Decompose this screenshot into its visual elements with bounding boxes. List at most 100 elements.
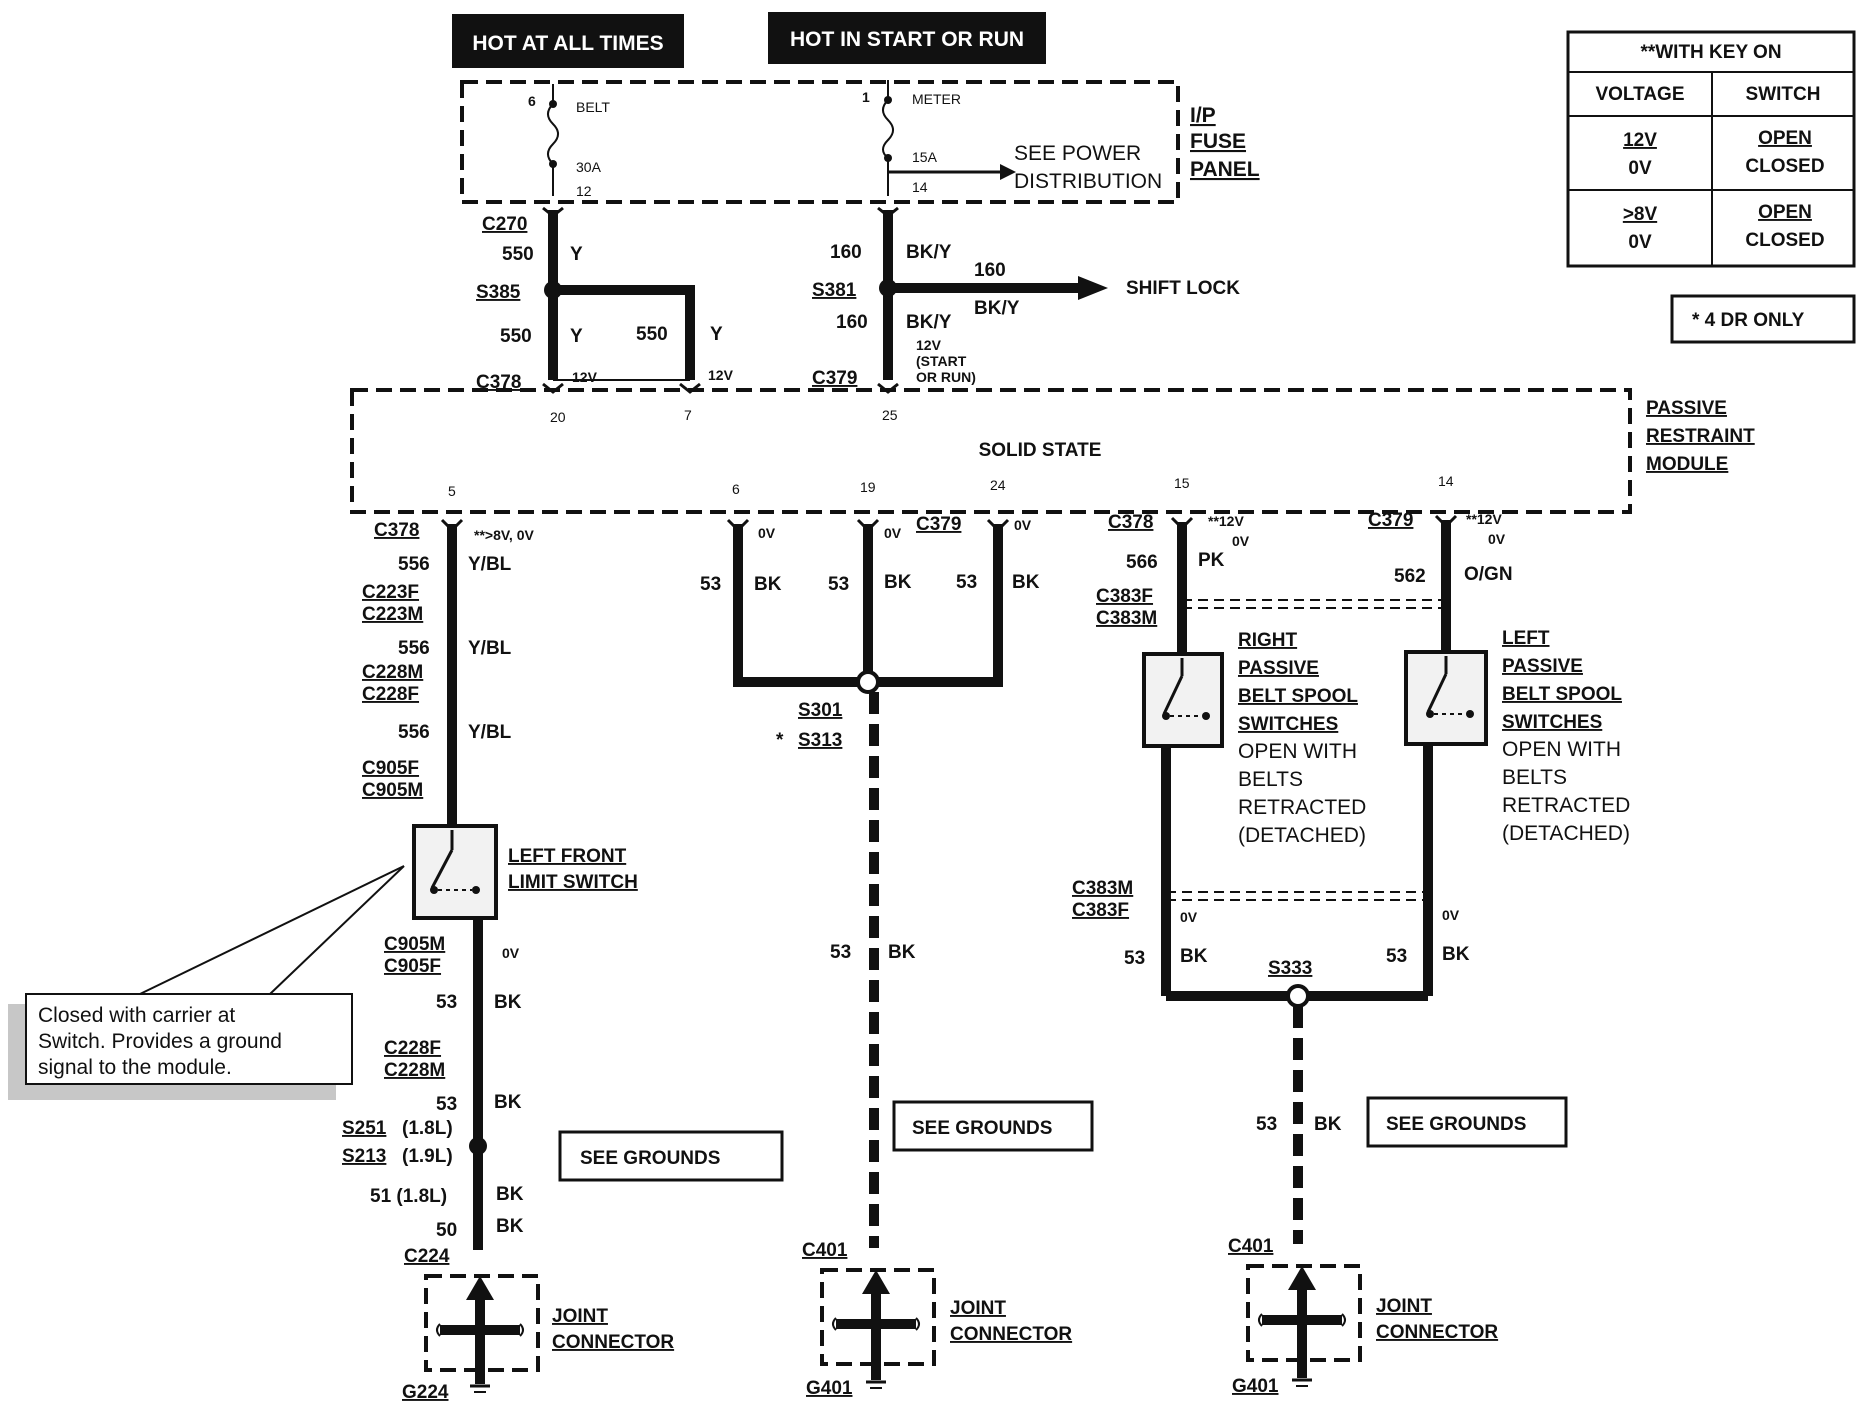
key-table-title: **WITH KEY ON (1640, 42, 1781, 63)
s213-suffix: (1.9L) (402, 1146, 453, 1167)
right-joint-label-2: CONNECTOR (1376, 1322, 1498, 1343)
circuit-550-num-2: 550 (500, 326, 532, 347)
left-see-grounds-box (558, 1130, 784, 1182)
c383f-bottom-label: C383F (1072, 900, 1129, 921)
right-spool-label-4: SWITCHES (1238, 714, 1338, 735)
belt-fuse-pin-out: 12 (576, 183, 592, 199)
right-joint-label-1: JOINT (1376, 1296, 1432, 1317)
left-spool-label-3: BELT SPOOL (1502, 684, 1622, 705)
mid-see-grounds-label: SEE GROUNDS (912, 1118, 1052, 1139)
meter-fuse-pin-in: 1 (862, 89, 870, 105)
left-joint-label-2: CONNECTOR (552, 1332, 674, 1353)
limit-switch-label-2: LIMIT SWITCH (508, 872, 638, 893)
circuit-550-color-3: Y (710, 324, 723, 345)
c383m-top-label: C383M (1096, 608, 1157, 629)
start-run-1: (START (916, 353, 967, 369)
g224-label: G224 (402, 1382, 449, 1403)
left-c53-num-2: 53 (436, 1094, 457, 1115)
circuit-160-color-1: BK/Y (906, 242, 952, 263)
key-table-col-voltage: VOLTAGE (1595, 84, 1684, 105)
pin-5: 5 (448, 483, 456, 499)
mid-c53-num-1: 53 (700, 574, 721, 595)
c556-num-3: 556 (398, 722, 430, 743)
right-see-grounds-label: SEE GROUNDS (1386, 1114, 1526, 1135)
pin-25: 25 (882, 407, 898, 423)
right-g401-label: G401 (1232, 1376, 1279, 1397)
module-title-1: PASSIVE (1646, 398, 1727, 419)
mid-bk-1: BK (754, 574, 782, 595)
key-table-r2-s2: CLOSED (1745, 230, 1824, 251)
left-branch: C378 **>8V, 0V 556 Y/BL C223F C223M 556 … (342, 518, 784, 1403)
s381-label: S381 (812, 280, 857, 301)
left-bk-4: BK (496, 1216, 524, 1237)
v12-label-b: 12V (708, 367, 734, 383)
c228m-label: C228M (362, 662, 423, 683)
c228f-bottom-label: C228F (384, 1038, 441, 1059)
circuit-550-num-1: 550 (502, 244, 534, 265)
left-joint-label-1: JOINT (552, 1306, 608, 1327)
c228f-label: C228F (362, 684, 419, 705)
belt-fuse-name: BELT (576, 99, 610, 115)
c378-left-label: C378 (374, 520, 419, 541)
circuit-160-color-3: BK/Y (906, 312, 952, 333)
c270-label: C270 (482, 214, 527, 235)
right-spool-label-1: RIGHT (1238, 630, 1298, 651)
callout-line-1: Closed with carrier at (38, 1004, 235, 1027)
solid-state-label: SOLID STATE (979, 440, 1102, 461)
belt-fuse-rating: 30A (576, 159, 602, 175)
passive-restraint-module: SOLID STATE PASSIVE RESTRAINT MODULE 5 6… (350, 388, 1755, 514)
hot-at-all-times-header: HOT AT ALL TIMES (452, 14, 684, 68)
mid-0v-c: 0V (1014, 517, 1032, 533)
right-0v-c: 0V (1180, 909, 1198, 925)
left-spool-note-1: OPEN WITH (1502, 738, 1621, 761)
fuse-panel-title-2: FUSE (1190, 130, 1246, 153)
c379-mid-label: C379 (916, 514, 961, 535)
key-table-r1-v1: 12V (1623, 130, 1657, 151)
right-c53-num-3: 53 (1256, 1114, 1277, 1135)
c379-top-label: C379 (812, 368, 857, 389)
circuit-160-num-1: 160 (830, 242, 862, 263)
key-table-r2-v2: 0V (1628, 232, 1652, 253)
key-table-r1-s2: CLOSED (1745, 156, 1824, 177)
pin-7: 7 (684, 407, 692, 423)
circuit-160: 160 BK/Y S381 160 BK/Y SHIFT LOCK 160 BK… (812, 206, 1240, 423)
c383f-top-label: C383F (1096, 586, 1153, 607)
left-spool-label-4: SWITCHES (1502, 712, 1602, 733)
right-0v-d: 0V (1442, 907, 1460, 923)
mid-g401-label: G401 (806, 1378, 853, 1399)
left-0v-label: 0V (502, 945, 520, 961)
pin-14: 14 (1438, 473, 1454, 489)
c556-color-2: Y/BL (468, 638, 512, 659)
start-run-2: OR RUN) (916, 369, 976, 385)
belt-fuse-pin-in: 6 (528, 93, 536, 109)
mid-joint-label-2: CONNECTOR (950, 1324, 1072, 1345)
s333-label: S333 (1268, 958, 1312, 979)
circuit-550-color-1: Y (570, 244, 583, 265)
four-door-note: * 4 DR ONLY (1670, 294, 1856, 344)
mid-bk-3: BK (1012, 572, 1040, 593)
mid-c53-num-2: 53 (828, 574, 849, 595)
c50-label: 50 (436, 1220, 457, 1241)
right-c401-label: C401 (1228, 1236, 1274, 1257)
mid-bk-2: BK (884, 572, 912, 593)
c905m-label: C905M (362, 780, 423, 801)
meter-fuse: 1 METER 15A 14 SEE POWER DISTRIBUTION (862, 80, 1162, 196)
right-0v-b: 0V (1488, 531, 1506, 547)
four-door-note-label: * 4 DR ONLY (1692, 310, 1805, 331)
left-spool-note-2: BELTS (1502, 766, 1567, 789)
s251-suffix: (1.8L) (402, 1118, 453, 1139)
meter-fuse-pin-out: 14 (912, 179, 928, 195)
s385-label: S385 (476, 282, 521, 303)
mid-0v-a: 0V (758, 525, 776, 541)
c379-right-label: C379 (1368, 510, 1413, 531)
see-power-label-1: SEE POWER (1014, 142, 1141, 165)
key-on-table: **WITH KEY ON VOLTAGE SWITCH 12V 0V OPEN… (1566, 30, 1856, 268)
left-bk-3: BK (496, 1184, 524, 1205)
c224-label: C224 (404, 1246, 450, 1267)
mid-c53-num-3: 53 (956, 572, 977, 593)
right-12v-b: **12V (1466, 511, 1502, 527)
s251-label: S251 (342, 1118, 387, 1139)
ogn-label: O/GN (1464, 564, 1513, 585)
callout-line-3: signal to the module. (38, 1056, 232, 1079)
